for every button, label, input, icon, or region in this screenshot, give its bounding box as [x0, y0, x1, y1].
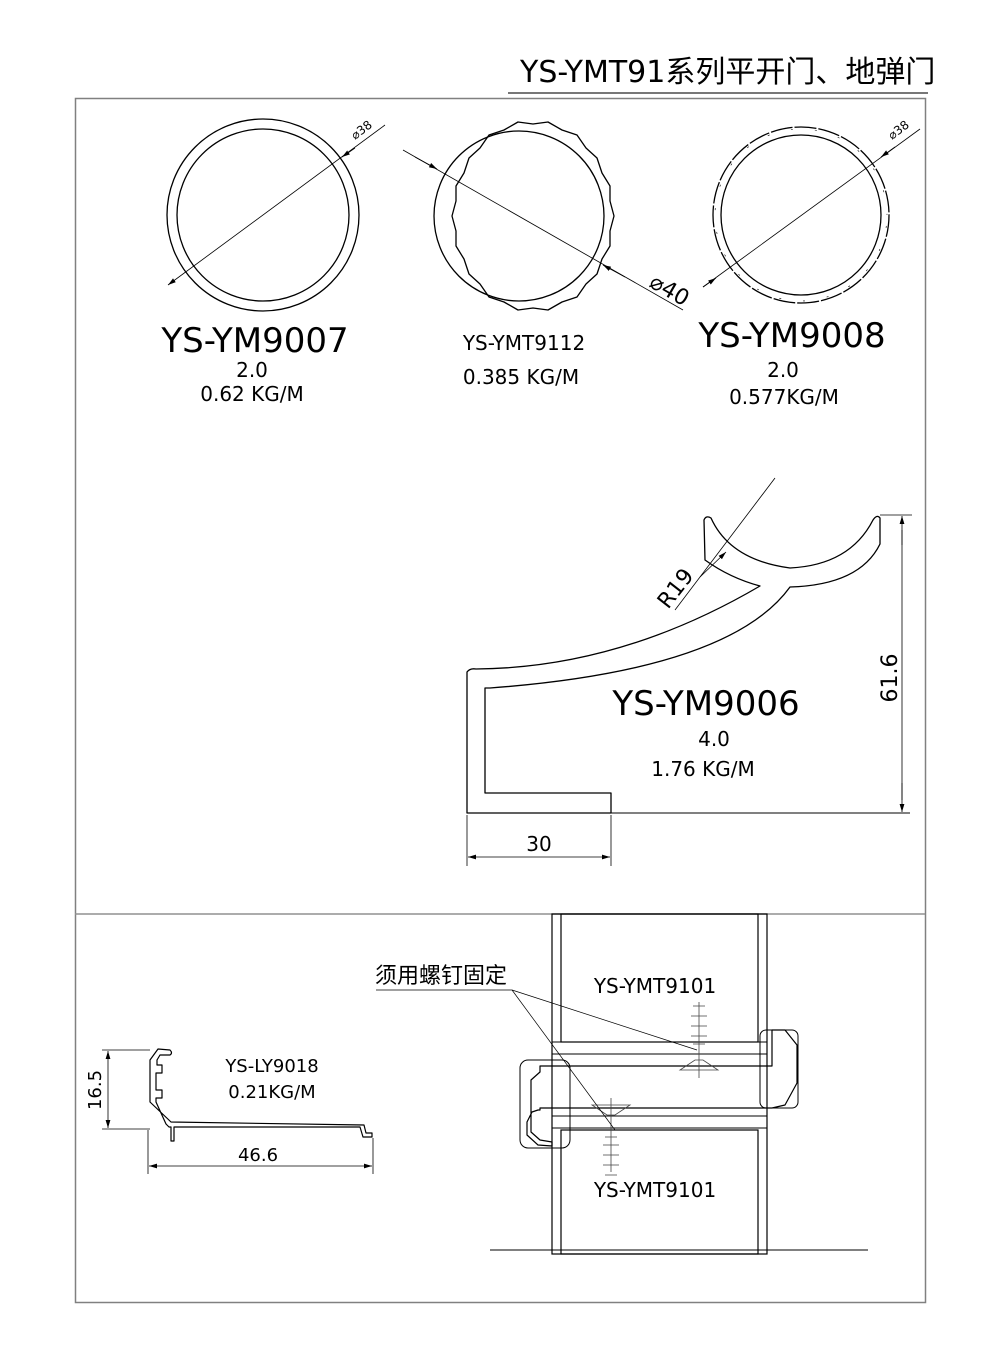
upper-profile-label: YS-YMT9101 — [593, 974, 716, 998]
ymt9112-code: YS-YMT9112 — [462, 331, 585, 355]
ym9007-weight: 0.62 KG/M — [200, 382, 304, 406]
profile-ly9018: 16.5 46.6 YS-LY9018 0.21KG/M — [85, 1048, 374, 1174]
ly9018-code: YS-LY9018 — [224, 1056, 318, 1077]
ly9018-weight: 0.21KG/M — [228, 1082, 315, 1103]
ym9007-thickness: 2.0 — [236, 358, 268, 382]
ymt9112-weight: 0.385 KG/M — [463, 365, 579, 389]
ym9006-height: 61.6 — [878, 654, 903, 703]
ym9008-weight: 0.577KG/M — [729, 385, 839, 409]
profile-ym9007: ⌀38 YS-YM9007 2.0 0.62 KG/M — [160, 118, 386, 406]
profile-ym9008: ⌀38 YS-YM9008 2.0 0.577KG/M — [697, 118, 921, 409]
profile-ymt9112: ⌀40 YS-YMT9112 0.385 KG/M — [402, 121, 693, 389]
fixing-note: 须用螺钉固定 — [375, 964, 507, 989]
sheet-title: YS-YMT91系列平开门、地弹门 — [519, 55, 935, 90]
assembly-detail: 须用螺钉固定 YS-YMT9101 YS-YMT9101 — [375, 913, 868, 1255]
ym9008-thickness: 2.0 — [767, 358, 799, 382]
ym9006-weight: 1.76 KG/M — [651, 757, 755, 781]
ym9006-thickness: 4.0 — [698, 727, 730, 751]
sheet-frame — [74, 97, 927, 1304]
ymt9112-diameter: ⌀40 — [645, 270, 693, 312]
ym9008-code: YS-YM9008 — [697, 316, 885, 356]
ly9018-width: 46.6 — [238, 1145, 278, 1166]
ym9007-diameter: ⌀38 — [348, 118, 374, 143]
ym9008-diameter: ⌀38 — [885, 118, 911, 143]
lower-profile-label: YS-YMT9101 — [593, 1178, 716, 1202]
ym9006-width: 30 — [526, 832, 551, 856]
ym9006-radius: R19 — [653, 564, 699, 613]
ym9007-code: YS-YM9007 — [160, 321, 348, 361]
ym9006-code: YS-YM9006 — [611, 684, 799, 724]
profile-ym9006: R19 61.6 30 YS-YM9006 4.0 1.76 KG/M — [466, 477, 912, 866]
ly9018-height: 16.5 — [85, 1070, 106, 1110]
